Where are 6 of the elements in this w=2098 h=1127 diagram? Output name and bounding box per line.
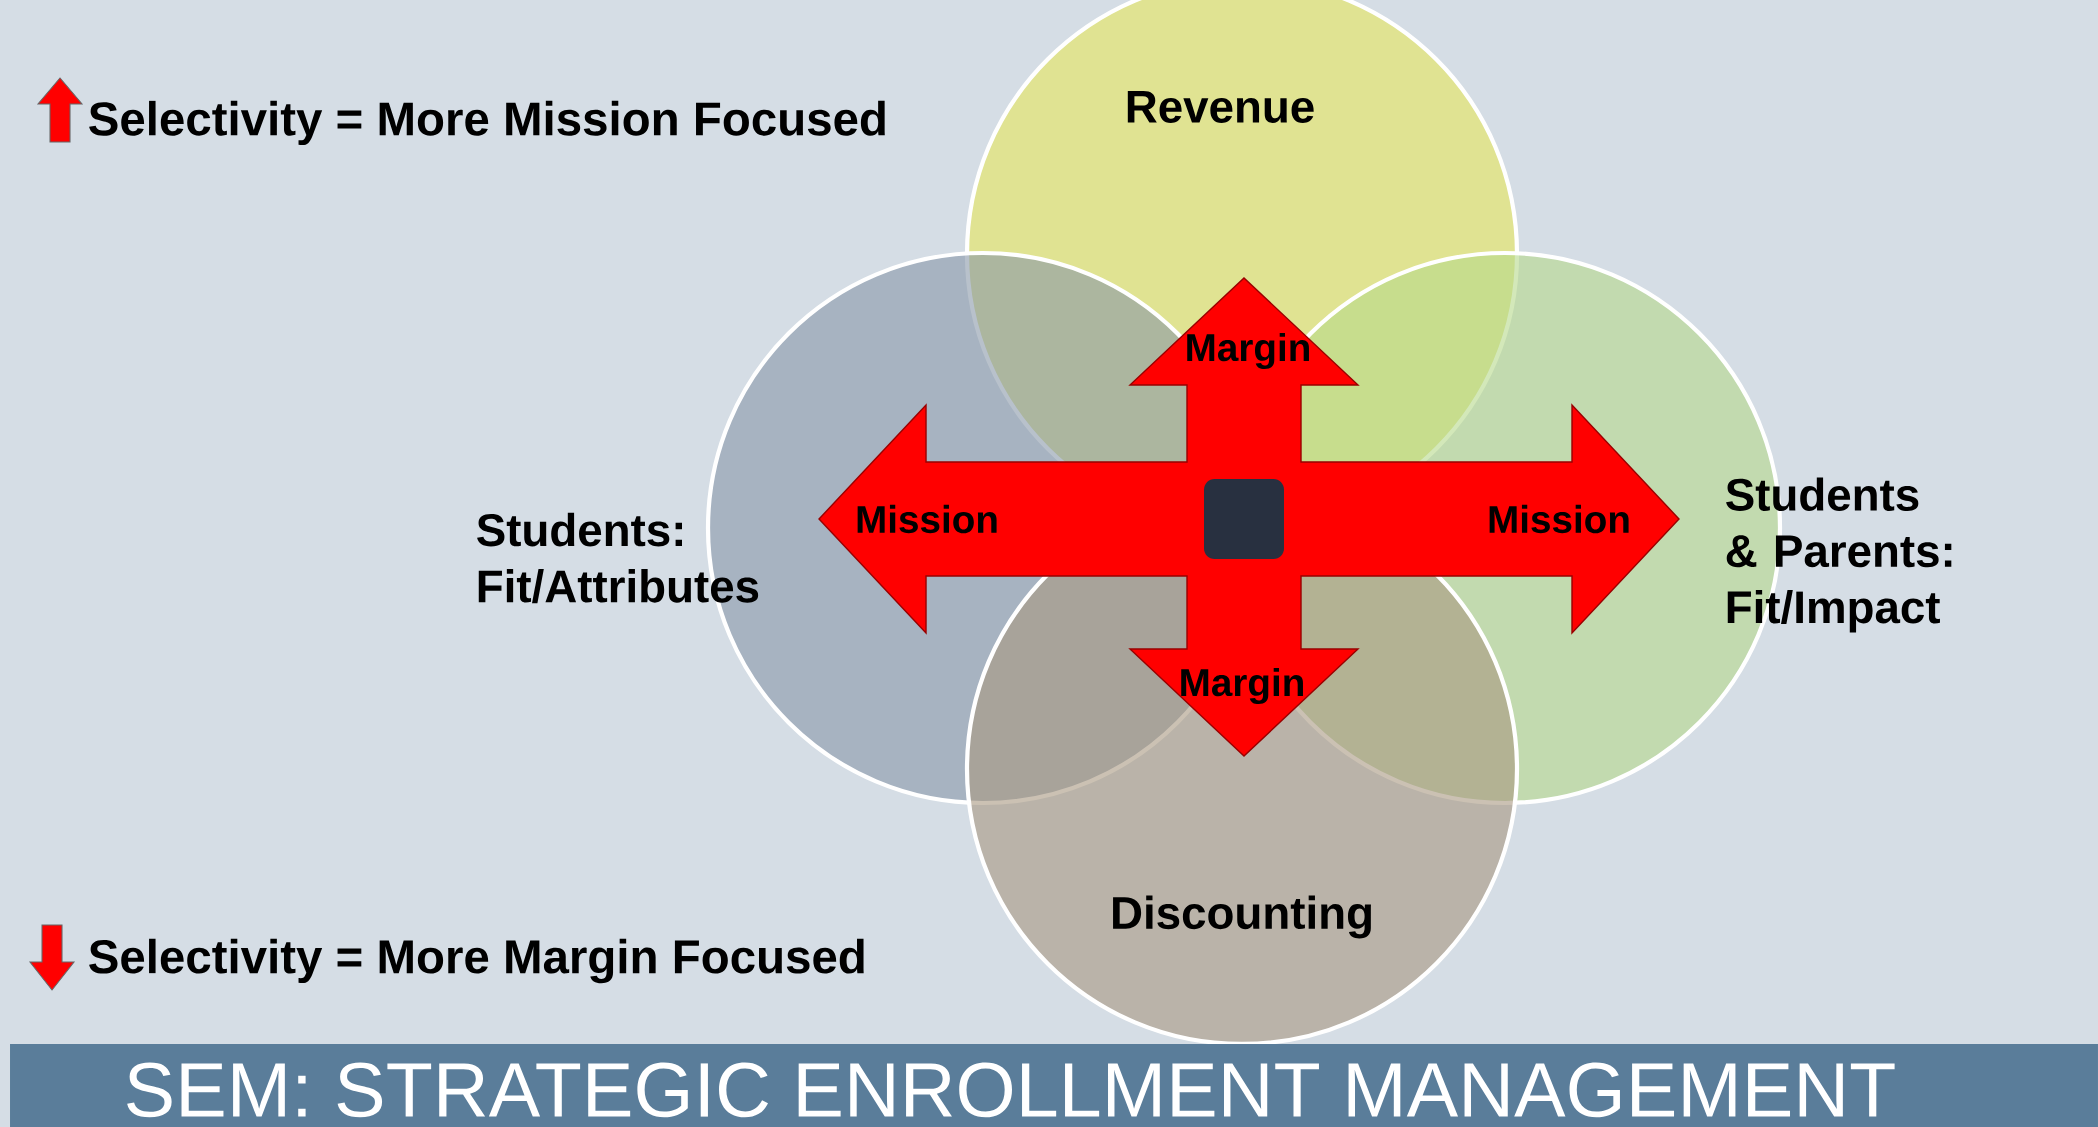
title-banner: SEM: STRATEGIC ENROLLMENT MANAGEMENT [10,1044,2098,1127]
heading-text: Selectivity = More Mission Focused [89,100,885,146]
node-label: Students: Fit/Attributes [477,512,759,604]
heading-text: Selectivity = More Margin Focused [89,938,864,984]
arrow-label: Margin [1181,667,1303,705]
arrow-label: Margin [1187,332,1309,370]
